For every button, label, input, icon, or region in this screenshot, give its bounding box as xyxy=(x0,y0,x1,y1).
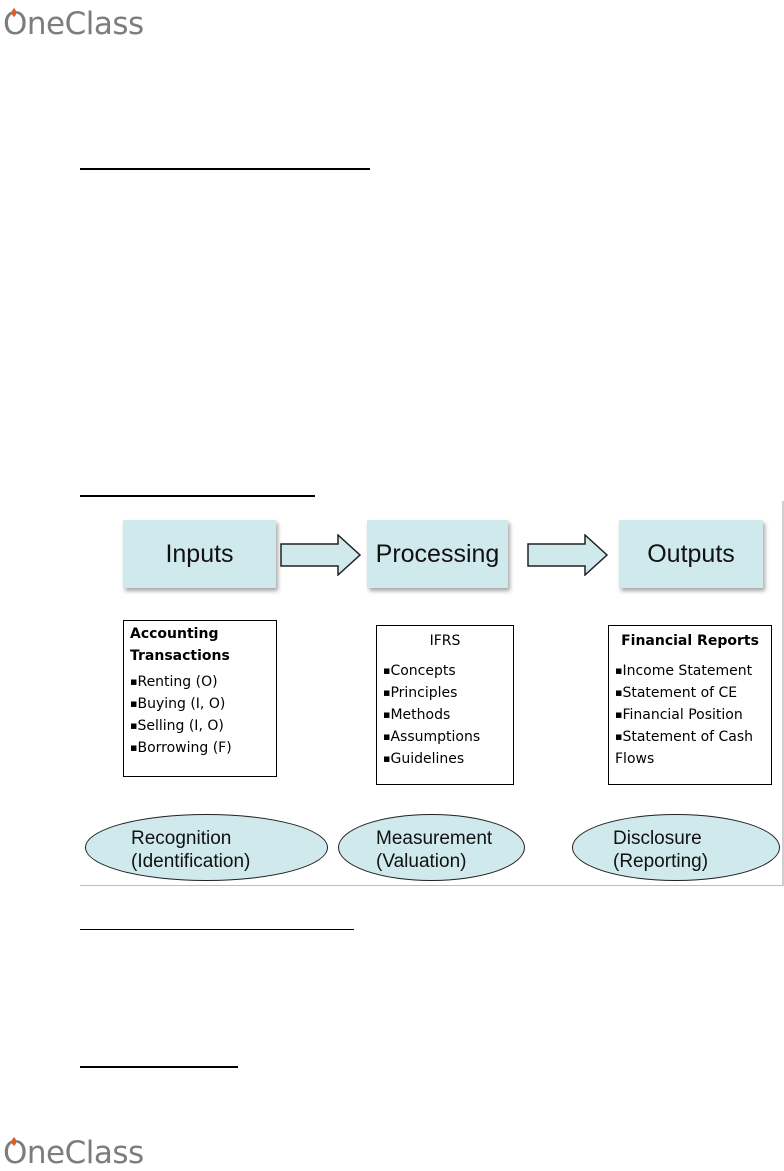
phase-measurement: Measurement (Valuation) xyxy=(338,814,525,881)
list-item: Selling (I, O) xyxy=(130,715,270,737)
outputs-box: Financial Reports Income Statement State… xyxy=(608,625,772,785)
stage-label: Outputs xyxy=(647,539,735,568)
phase-line-2: (Valuation) xyxy=(376,851,467,872)
phase-disclosure: Disclosure (Reporting) xyxy=(572,814,780,881)
stage-label: Processing xyxy=(375,539,500,568)
heading-rule-3 xyxy=(80,929,354,930)
phase-recognition: Recognition (Identification) xyxy=(85,814,328,881)
phase-line-2: (Reporting) xyxy=(613,851,709,872)
accounting-process-diagram: Inputs Processing Outputs Accounting Tra… xyxy=(80,501,784,886)
stage-processing: Processing xyxy=(367,520,508,588)
phase-line-1: Disclosure xyxy=(613,828,702,849)
oneclass-logo-bottom: OneClass xyxy=(2,1129,144,1169)
list-item: Financial Position xyxy=(615,704,765,726)
heading-rule-2 xyxy=(80,495,315,497)
item-list: Concepts Principles Methods Assumptions … xyxy=(383,660,507,770)
heading-rule-1 xyxy=(80,168,370,170)
phase-line-1: Recognition xyxy=(131,828,232,849)
list-item: Renting (O) xyxy=(130,671,270,693)
list-item: Buying (I, O) xyxy=(130,693,270,715)
stage-label: Inputs xyxy=(165,539,234,568)
heading-rule-4 xyxy=(80,1066,238,1068)
item-list: Income Statement Statement of CE Financi… xyxy=(615,660,765,770)
logo-wordmark: OneClass xyxy=(3,1135,144,1171)
box-title: Financial Reports xyxy=(621,633,759,649)
logo-wordmark: OneClass xyxy=(3,6,144,42)
list-item: Principles xyxy=(383,682,507,704)
stage-outputs: Outputs xyxy=(619,520,763,588)
list-item: Methods xyxy=(383,704,507,726)
box-title: Accounting Transactions xyxy=(130,626,230,664)
list-item: Income Statement xyxy=(615,660,765,682)
logo-mark-icon xyxy=(11,8,17,17)
list-item: Guidelines xyxy=(383,748,507,770)
phase-line-1: Measurement xyxy=(376,828,493,849)
arrow-right-icon xyxy=(280,534,362,576)
arrow-right-icon xyxy=(527,534,609,576)
list-item: Statement of CE xyxy=(615,682,765,704)
inputs-box: Accounting Transactions Renting (O) Buyi… xyxy=(123,620,277,777)
phase-line-2: (Identification) xyxy=(131,851,251,872)
list-item: Borrowing (F) xyxy=(130,737,270,759)
item-list: Renting (O) Buying (I, O) Selling (I, O)… xyxy=(130,671,270,759)
processing-box: IFRS Concepts Principles Methods Assumpt… xyxy=(376,625,514,785)
list-item: Assumptions xyxy=(383,726,507,748)
box-title: IFRS xyxy=(429,633,461,649)
stage-inputs: Inputs xyxy=(123,520,276,588)
oneclass-logo-top: OneClass xyxy=(2,0,144,40)
logo-mark-icon xyxy=(11,1137,17,1146)
list-item: Statement of Cash Flows xyxy=(615,726,765,770)
list-item: Concepts xyxy=(383,660,507,682)
